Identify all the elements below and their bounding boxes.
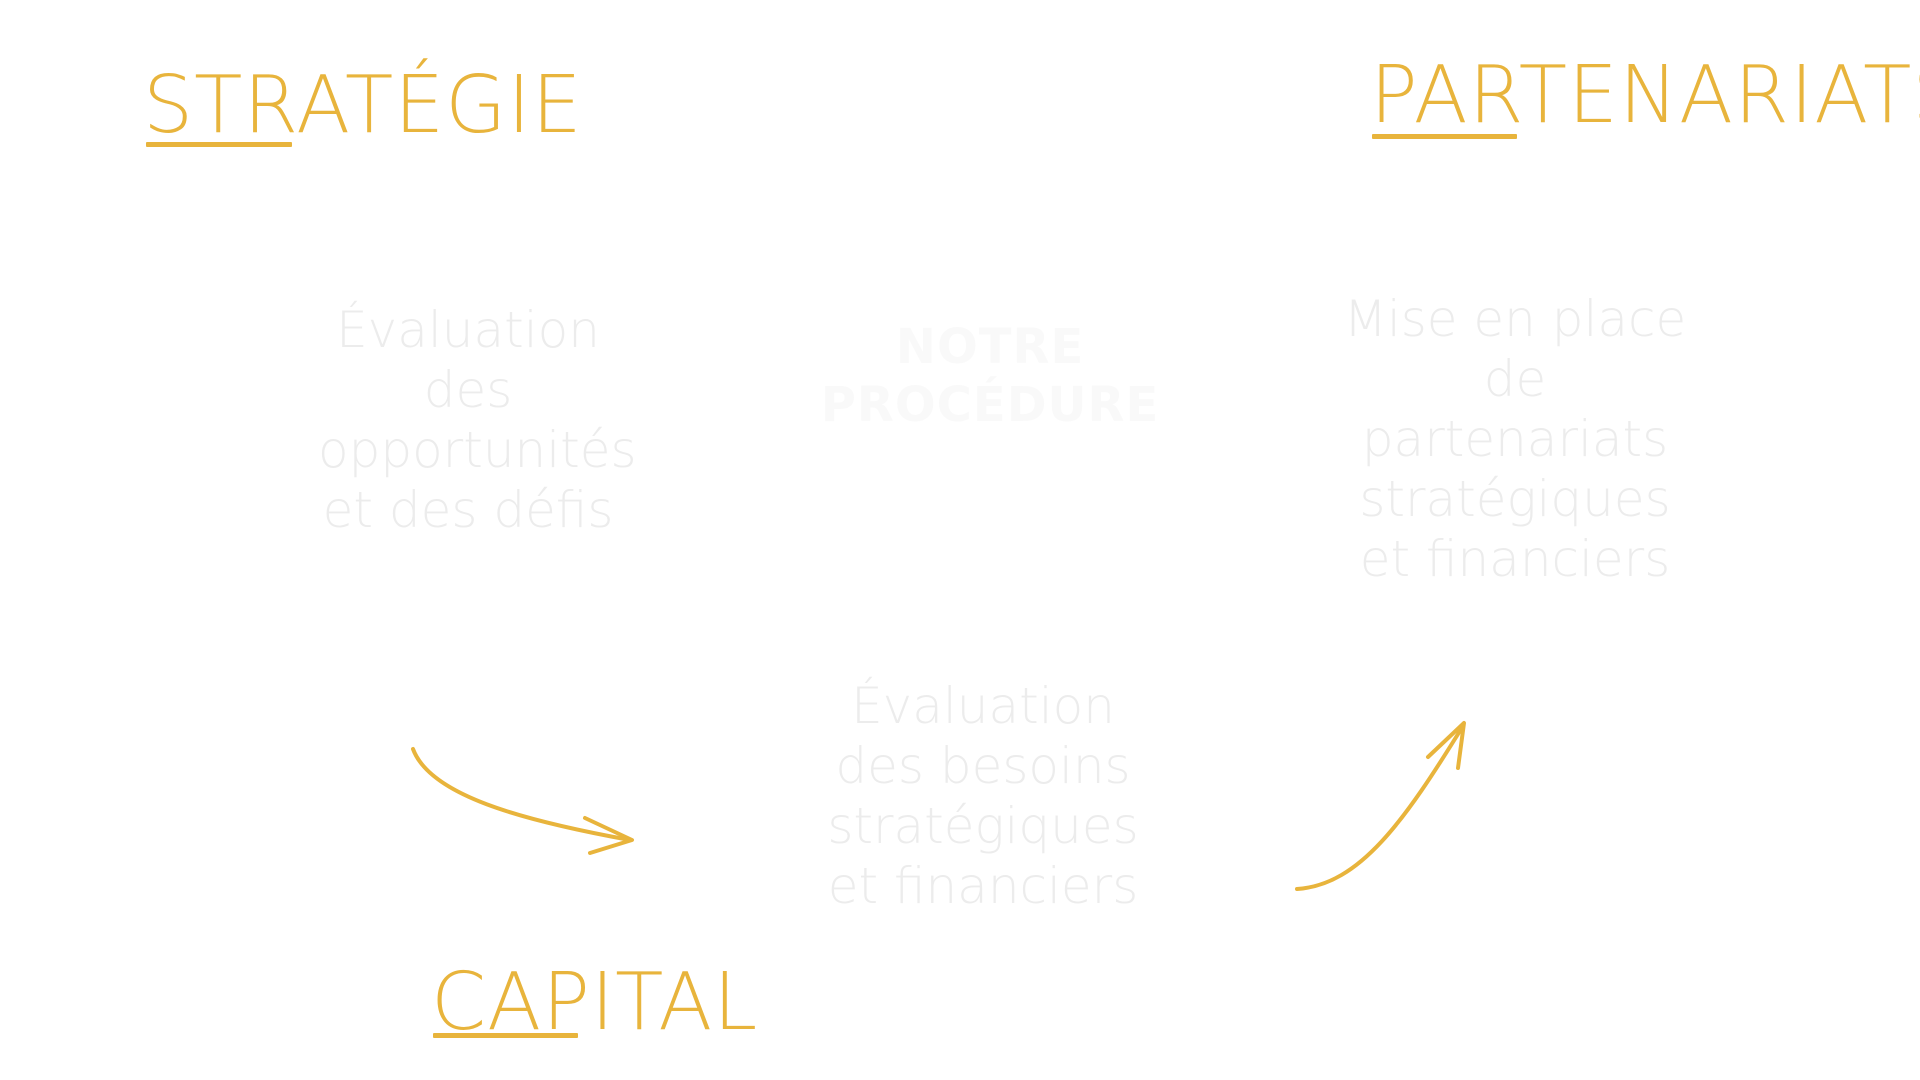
- capital-heading: CAPITAL: [431, 963, 758, 1042]
- strategie-title: STRATÉGIE: [143, 59, 583, 151]
- capital-title: CAPITAL: [431, 956, 759, 1048]
- partenariats-title: PARTENARIATS: [1370, 49, 1920, 141]
- strategie-underline: [146, 142, 292, 147]
- partenariats-description: Mise en place de partenariats stratégiqu…: [1343, 290, 1687, 588]
- strategie-heading: STRATÉGIE: [143, 66, 583, 145]
- capital-description: Évaluation des besoins stratégiques et f…: [827, 677, 1139, 915]
- partenariats-underline: [1372, 134, 1517, 139]
- center-title: NOTRE PROCÉDURE: [820, 319, 1160, 433]
- partenariats-heading: PARTENARIATS: [1370, 56, 1920, 135]
- strategie-description: Évaluation des opportunités et des défis: [318, 301, 637, 539]
- capital-underline: [433, 1033, 578, 1038]
